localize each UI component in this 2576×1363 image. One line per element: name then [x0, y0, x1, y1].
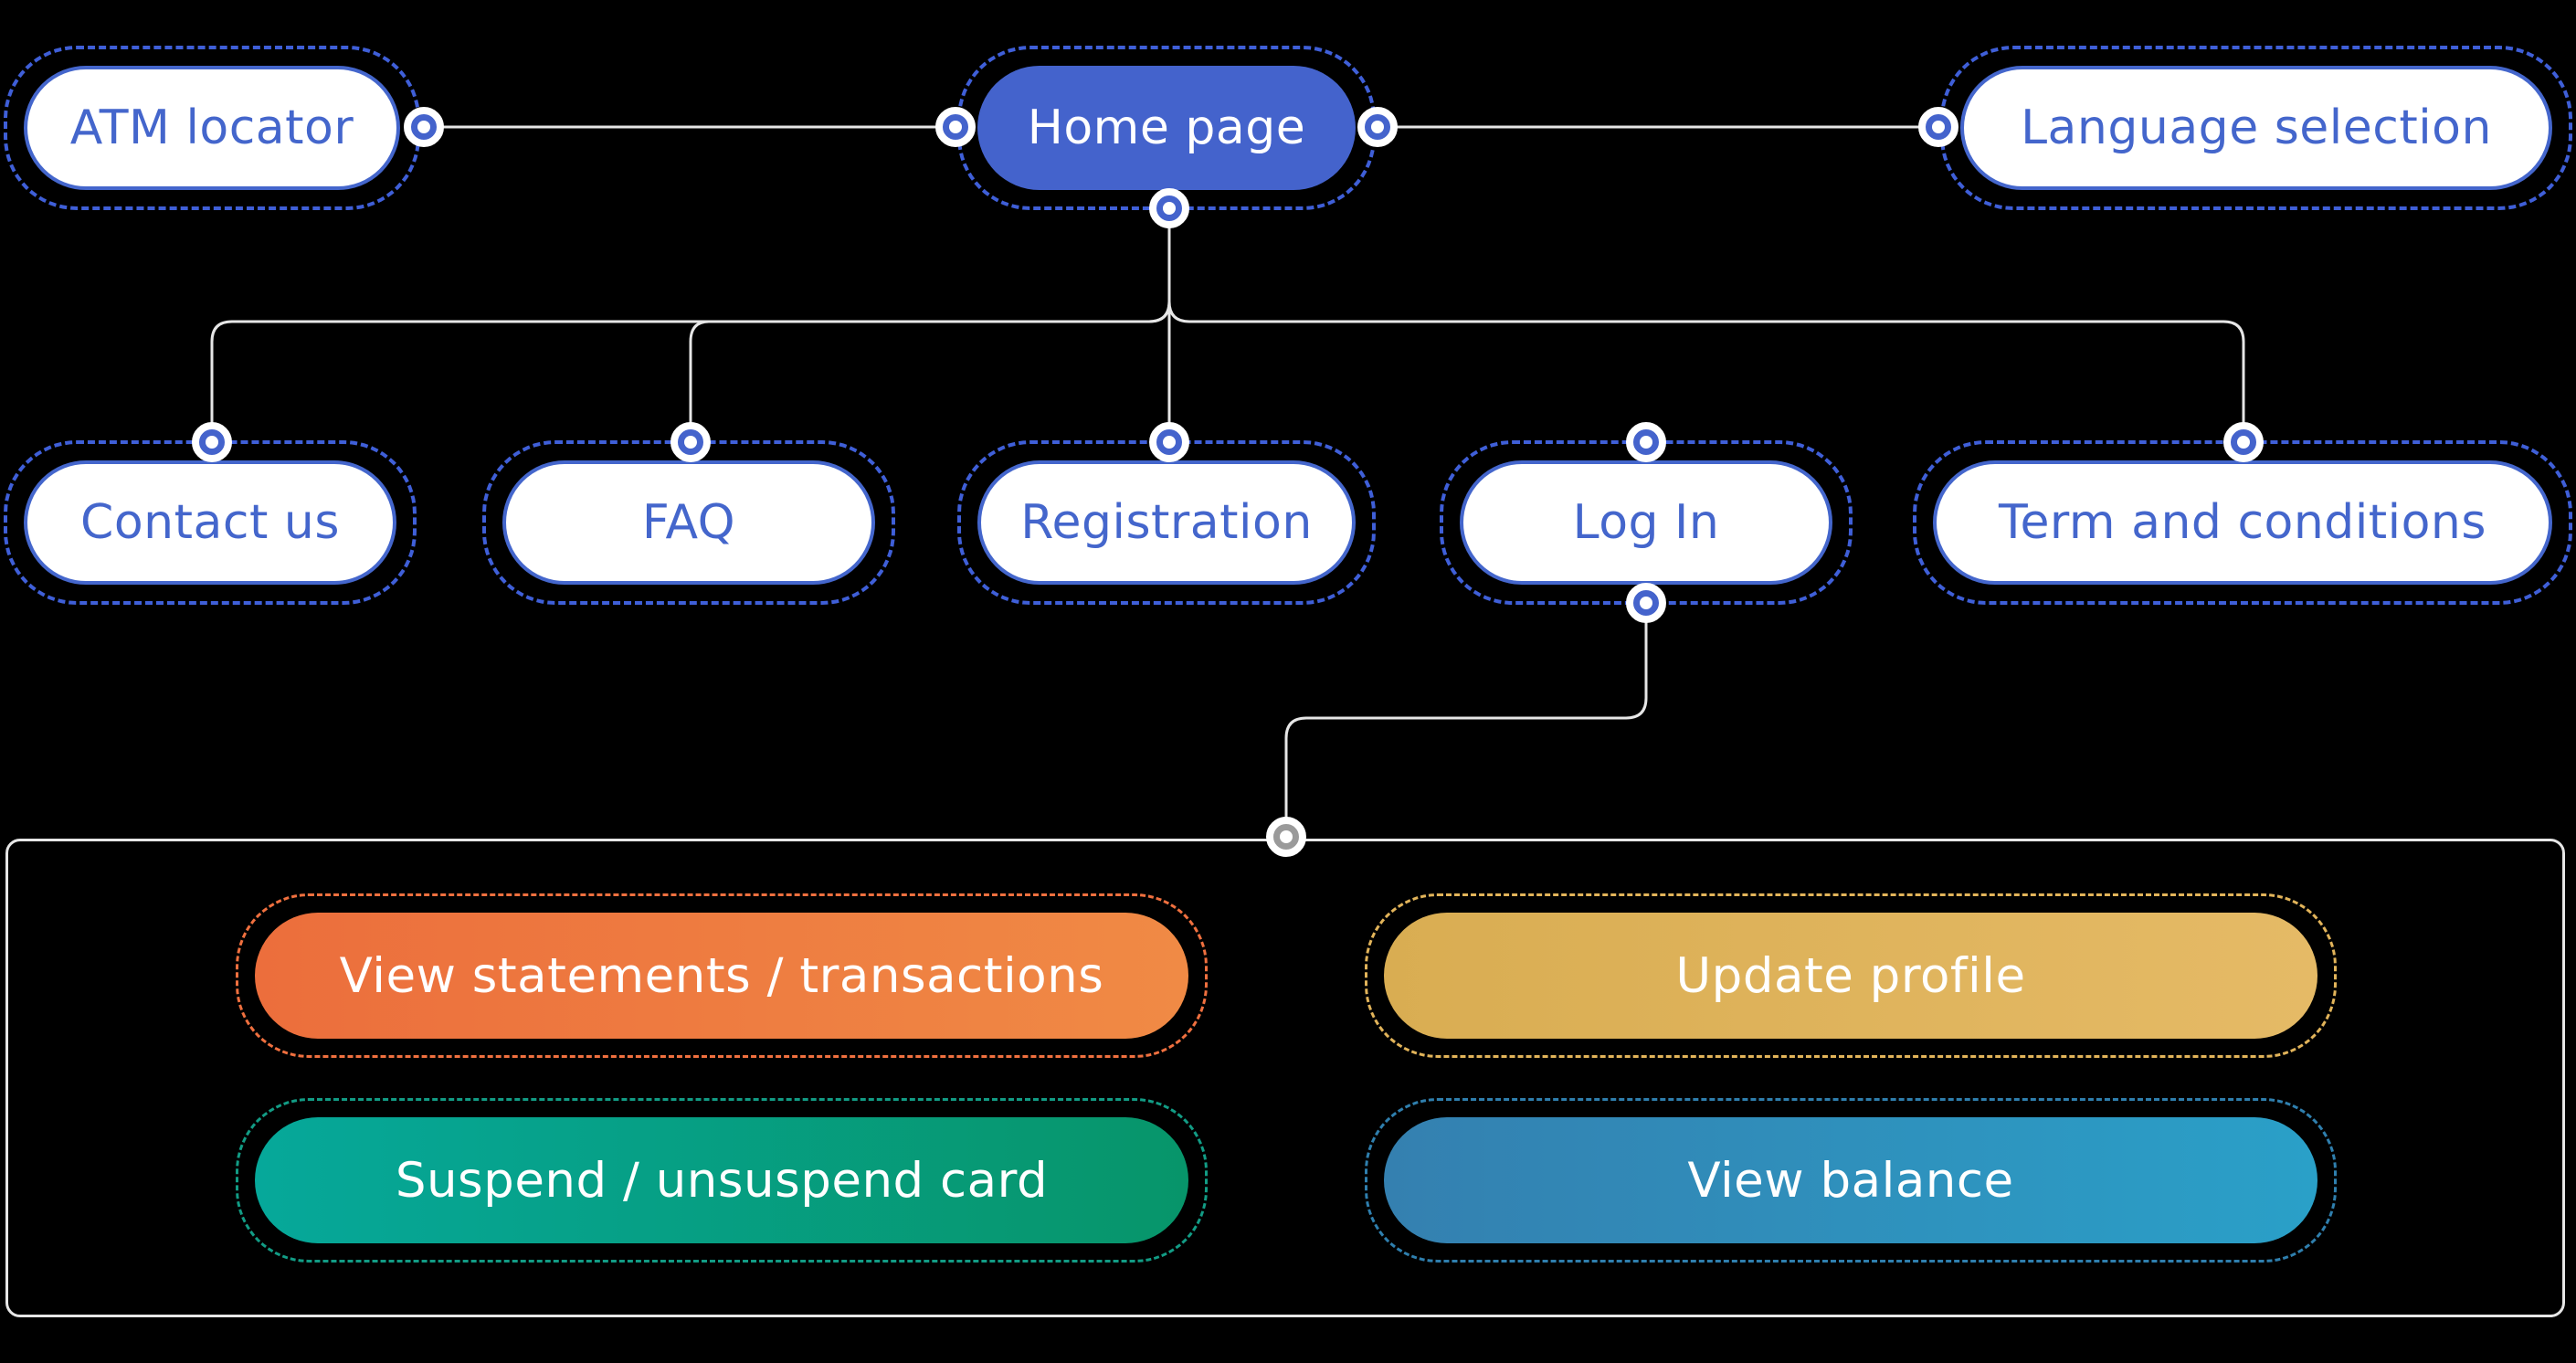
- faq-node[interactable]: FAQ: [482, 440, 895, 605]
- log-in-label: Log In: [1460, 460, 1832, 585]
- view-balance-label: View balance: [1384, 1117, 2317, 1243]
- view-statements-node[interactable]: View statements / transactions: [236, 893, 1208, 1058]
- update-profile-node[interactable]: Update profile: [1365, 893, 2337, 1058]
- view-statements-label: View statements / transactions: [255, 913, 1188, 1039]
- terms-node[interactable]: Term and conditions: [1913, 440, 2572, 605]
- contact-us-node[interactable]: Contact us: [4, 440, 417, 605]
- registration-node[interactable]: Registration: [957, 440, 1376, 605]
- contact-us-port-top[interactable]: [192, 422, 232, 462]
- home-page-node[interactable]: Home page: [957, 46, 1376, 210]
- logged-in-group-port-top[interactable]: [1266, 817, 1306, 857]
- connector-home-faq: [689, 301, 1171, 442]
- registration-label: Registration: [977, 460, 1356, 585]
- connector-login-features: [1284, 603, 1648, 837]
- language-selection-port-left[interactable]: [1918, 107, 1958, 147]
- suspend-card-node[interactable]: Suspend / unsuspend card: [236, 1098, 1208, 1263]
- connector-home-terms: [1167, 301, 2245, 442]
- atm-locator-label: ATM locator: [24, 66, 400, 190]
- log-in-node[interactable]: Log In: [1440, 440, 1853, 605]
- contact-us-label: Contact us: [24, 460, 396, 585]
- home-page-port-left[interactable]: [935, 107, 976, 147]
- atm-locator-node[interactable]: ATM locator: [4, 46, 420, 210]
- log-in-port-bottom[interactable]: [1626, 583, 1666, 623]
- home-page-label: Home page: [977, 66, 1356, 190]
- terms-label: Term and conditions: [1933, 460, 2552, 585]
- terms-port-top[interactable]: [2223, 422, 2264, 462]
- language-selection-node[interactable]: Language selection: [1940, 46, 2572, 210]
- home-page-port-right[interactable]: [1357, 107, 1398, 147]
- language-selection-label: Language selection: [1960, 66, 2552, 190]
- registration-port-top[interactable]: [1149, 422, 1189, 462]
- atm-locator-port-right[interactable]: [404, 107, 444, 147]
- view-balance-node[interactable]: View balance: [1365, 1098, 2337, 1263]
- suspend-card-label: Suspend / unsuspend card: [255, 1117, 1188, 1243]
- update-profile-label: Update profile: [1384, 913, 2317, 1039]
- log-in-port-top[interactable]: [1626, 422, 1666, 462]
- home-page-port-bottom[interactable]: [1149, 188, 1189, 228]
- faq-port-top[interactable]: [670, 422, 711, 462]
- faq-label: FAQ: [502, 460, 875, 585]
